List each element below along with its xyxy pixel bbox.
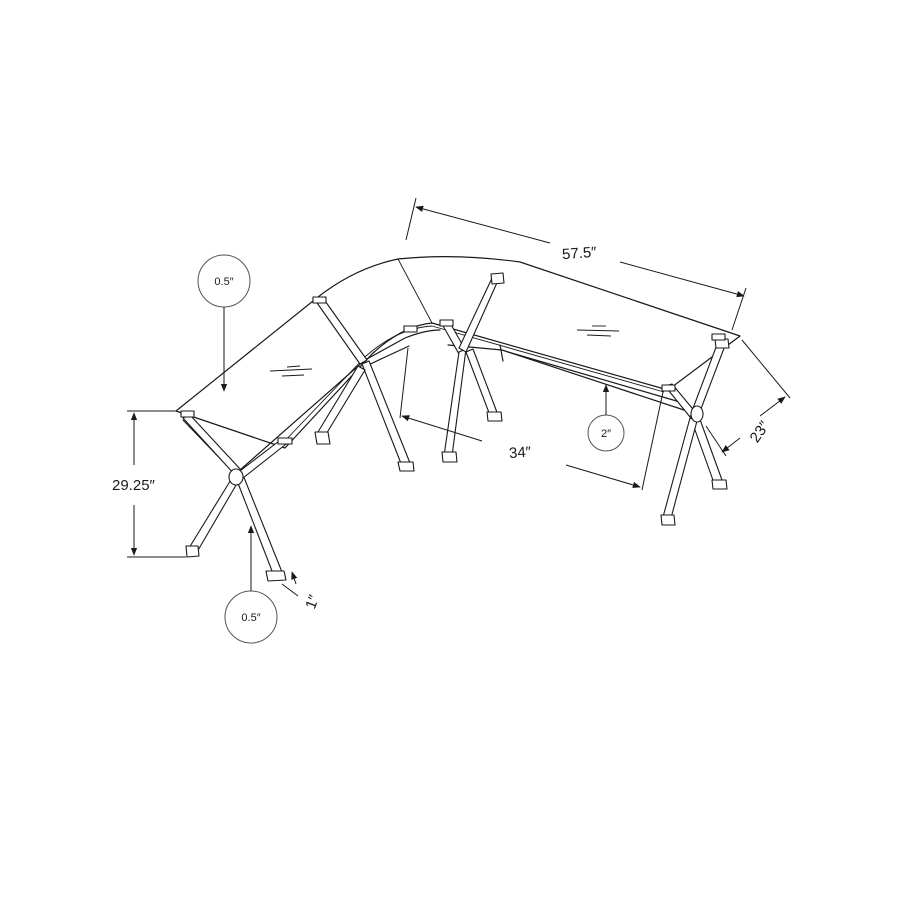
callout-frame-height: 2″ (587, 384, 625, 452)
glass-symbol-left (269, 365, 313, 377)
top-thickness-label: 0.5″ (214, 276, 233, 288)
dimension-height: 29.25″ (112, 410, 186, 558)
length-label: 57.5″ (561, 244, 597, 263)
frame-rails (182, 329, 691, 476)
leg-thickness-label: 0.5″ (241, 612, 260, 624)
glass-symbol-right (576, 325, 620, 337)
frame-height-label: 2″ (601, 428, 611, 440)
callout-top-thickness: 0.5″ (197, 254, 251, 392)
dimension-length: 57.5″ (405, 197, 747, 331)
return-length-label: 34″ (508, 444, 532, 463)
dimension-return-length: 34″ (399, 347, 664, 491)
callout-leg-thickness: 0.5″ (224, 525, 278, 644)
height-label: 29.25″ (112, 477, 156, 494)
dimension-foot: 1″ (281, 571, 323, 611)
legs (180, 272, 730, 582)
depth-label: 23″ (747, 418, 774, 446)
foot-label: 1″ (302, 592, 323, 611)
